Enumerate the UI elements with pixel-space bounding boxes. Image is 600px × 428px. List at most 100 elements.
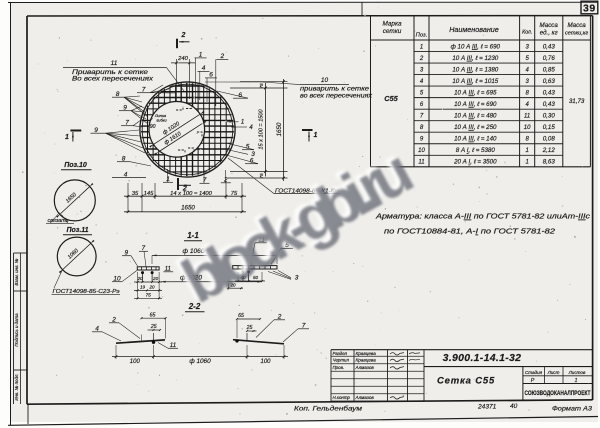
svg-text:50: 50 [253,275,259,280]
svg-text:ф 10 А III, ℓ = 690: ф 10 А III, ℓ = 690 [451,43,501,50]
svg-text:Кол.: Кол. [522,30,532,36]
svg-text:Пров.: Пров. [333,365,345,370]
svg-text:1: 1 [166,176,170,183]
svg-text:0,85: 0,85 [543,66,556,73]
svg-text:Кравцева: Кравцева [356,358,377,363]
svg-text:10 А III, ℓ = 480: 10 А III, ℓ = 480 [454,112,497,119]
svg-text:11: 11 [170,342,176,349]
svg-text:40: 40 [510,403,518,410]
svg-text:11: 11 [524,113,530,119]
svg-text:100: 100 [260,359,271,365]
svg-text:Марка: Марка [382,21,402,28]
svg-text:20 А I, ℓ = 3500: 20 А I, ℓ = 3500 [453,159,497,166]
svg-text:7: 7 [420,113,424,119]
svg-text:Раздел: Раздел [333,351,348,356]
svg-text:1: 1 [525,148,528,154]
svg-text:10: 10 [321,77,329,84]
svg-text:31,73: 31,73 [569,98,585,105]
svg-text:10: 10 [113,276,121,283]
svg-text:Сетка С55: Сетка С55 [437,376,495,387]
svg-text:Во всех пересечениях: Во всех пересечениях [72,75,154,82]
svg-text:СОЮЗВОДОКАНАЛПРОЕКТ: СОЮЗВОДОКАНАЛПРОЕКТ [525,390,591,397]
svg-text:3.900.1-14.1-32: 3.900.1-14.1-32 [443,352,522,364]
svg-text:сетки: сетки [383,28,402,35]
svg-text:сетки,кг: сетки,кг [565,31,588,37]
svg-text:2-2: 2-2 [188,302,201,311]
svg-text:10 А III, ℓ = 250: 10 А III, ℓ = 250 [454,124,497,131]
svg-text:40: 40 [240,275,246,280]
svg-text:7: 7 [203,177,207,184]
svg-text:1: 1 [314,132,318,139]
svg-text:1: 1 [199,52,203,59]
svg-text:Коп. Гельденбаум: Коп. Гельденбаум [294,404,363,412]
svg-text:2: 2 [219,53,224,60]
svg-text:5: 5 [285,242,289,249]
svg-text:9: 9 [420,137,424,143]
svg-text:5: 5 [420,90,424,96]
svg-text:Формат А3: Формат А3 [552,406,593,413]
svg-text:8 А I, ℓ = 5380: 8 А I, ℓ = 5380 [456,147,496,154]
svg-text:Инв. № подл.: Инв. № подл. [14,373,19,400]
svg-text:4: 4 [420,79,424,85]
svg-text:1650: 1650 [276,122,283,136]
svg-text:2: 2 [182,186,187,193]
svg-text:Арматура: класса А-III по ГОСТ: Арматура: класса А-III по ГОСТ 5781-82 и… [375,212,591,221]
svg-text:Алмазов: Алмазов [355,365,375,370]
svg-text:100: 100 [130,359,141,365]
svg-text:ед., кг: ед., кг [540,30,558,37]
svg-text:75: 75 [259,83,265,89]
svg-text:10: 10 [524,125,531,131]
svg-text:75: 75 [231,191,238,197]
svg-text:1: 1 [525,160,528,166]
svg-text:0,15: 0,15 [543,124,556,131]
svg-text:Поз.: Поз. [416,33,428,39]
svg-text:3: 3 [295,275,299,282]
svg-text:приварить к сетке: приварить к сетке [300,86,370,92]
svg-text:Взам. инв. №: Взам. инв. № [14,258,19,285]
svg-text:15 х 100 = 1500: 15 х 100 = 1500 [259,108,265,149]
svg-text:Н.контр: Н.контр [333,395,351,400]
svg-text:8: 8 [116,91,120,98]
svg-text:Лист: Лист [547,370,560,375]
svg-text:во всех пересечениях: во всех пересечениях [300,94,373,100]
svg-text:С55: С55 [384,94,398,103]
svg-text:5: 5 [246,144,250,151]
svg-text:4: 4 [202,65,206,72]
svg-text:6: 6 [250,158,254,165]
svg-text:9: 9 [124,250,128,257]
svg-text:20: 20 [229,282,236,287]
svg-text:20: 20 [136,276,143,281]
svg-text:9: 9 [94,127,98,134]
svg-text:4: 4 [525,67,529,73]
svg-text:ф 1060: ф 1060 [189,358,211,365]
svg-text:2: 2 [181,32,186,39]
svg-text:Приварить к сетке: Приварить к сетке [72,69,149,76]
svg-text:ф 1020: ф 1020 [180,274,202,281]
svg-text:7: 7 [142,87,146,94]
svg-text:2,12: 2,12 [542,147,556,154]
svg-text:35: 35 [132,191,139,197]
svg-text:Масса: Масса [540,22,559,29]
svg-text:1650: 1650 [181,205,195,212]
svg-text:Поз.10: Поз.10 [64,162,87,169]
svg-text:145: 145 [144,191,154,197]
svg-text:90: 90 [150,124,156,130]
svg-text:8: 8 [525,137,529,143]
svg-text:4: 4 [95,326,99,333]
svg-text:240: 240 [177,56,188,62]
svg-text:39: 39 [583,3,596,15]
svg-text:3: 3 [525,44,529,50]
svg-text:Кравцева: Кравцева [356,351,377,356]
svg-text:11: 11 [111,60,118,67]
svg-text:1: 1 [575,378,578,384]
svg-text:7: 7 [141,245,145,252]
svg-text:3: 3 [251,151,255,158]
svg-text:по ГОСТ10884-81, А-I по ГОСТ: по ГОСТ10884-81, А-I по ГОСТ 5781-82 [384,227,555,236]
svg-text:6: 6 [238,92,242,99]
svg-text:2: 2 [419,56,424,62]
svg-text:9: 9 [123,105,127,112]
svg-text:Стадия: Стадия [525,370,543,375]
svg-text:10 А III, ℓ = 140: 10 А III, ℓ = 140 [454,136,497,143]
svg-text:65: 65 [238,313,244,319]
svg-text:24371: 24371 [477,404,497,411]
